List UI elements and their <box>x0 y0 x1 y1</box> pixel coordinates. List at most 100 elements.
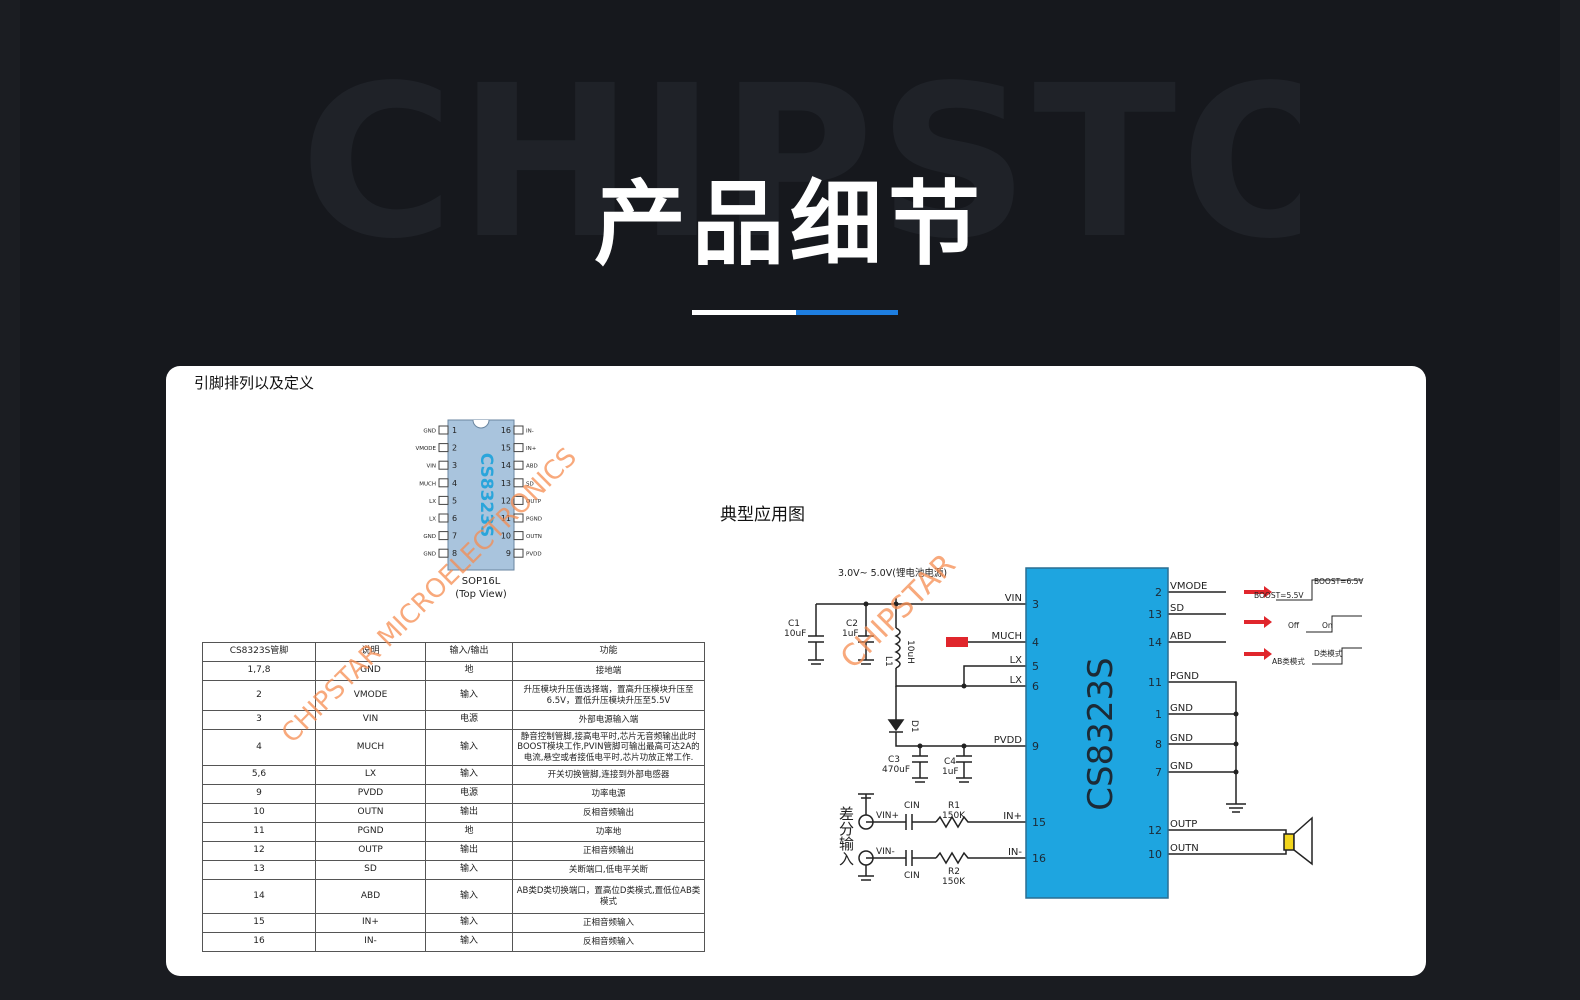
c3-label: C3 <box>888 755 900 765</box>
schematic-right-pin-number: 13 <box>1148 608 1162 621</box>
schematic-left-pin-number: 4 <box>1032 636 1039 649</box>
table-header-desc: 说明 <box>315 642 426 662</box>
schematic-heading: 典型应用图 <box>720 505 805 525</box>
pinout-chip-body <box>447 419 515 571</box>
table-cell-desc: PVDD <box>315 784 426 804</box>
schematic-right-pin-name: GND <box>1170 733 1193 744</box>
schematic-left-pin-name: VIN <box>1005 593 1022 604</box>
schematic-left-pin-number: 9 <box>1032 740 1039 753</box>
schematic-right-pin-number: 10 <box>1148 848 1162 861</box>
table-cell-io: 输入 <box>425 860 513 880</box>
table-header-row: CS8323S管脚 说明 输入/输出 功能 <box>202 642 705 662</box>
table-cell-desc: LX <box>315 765 426 785</box>
pinout-right-pin-number: 11 <box>501 514 511 523</box>
pinout-left-pin-number: 6 <box>452 514 457 523</box>
pinout-left-pin-name: VIN <box>427 464 437 470</box>
c2-label: C2 <box>846 619 858 629</box>
schematic-left-pin-name: IN- <box>1008 847 1022 858</box>
table-cell-io: 输入 <box>425 729 513 766</box>
pinout-right-pin <box>513 478 524 488</box>
table-cell-pin: 12 <box>202 841 316 861</box>
table-cell-io: 电源 <box>425 710 513 730</box>
r2-value: 150K <box>942 877 966 887</box>
table-cell-desc: VIN <box>315 710 426 730</box>
background-left-strip <box>0 0 20 1000</box>
ab-mode-label: AB类模式 <box>1272 656 1305 666</box>
table-cell-function: 反相音频输出 <box>512 803 705 823</box>
c2-value: 1uF <box>842 629 859 639</box>
schematic-right-pin-number: 7 <box>1155 766 1162 779</box>
pinout-left-pin <box>438 478 449 488</box>
pinout-right-pin <box>513 513 524 523</box>
pinout-left-pin <box>438 495 449 505</box>
schematic-left-pin-name: MUCH <box>992 631 1022 642</box>
table-cell-pin: 10 <box>202 803 316 823</box>
schematic-right-pin-name: VMODE <box>1170 581 1207 592</box>
pinout-right-pin <box>513 495 524 505</box>
pinout-left-pin-number: 4 <box>452 479 457 488</box>
schematic-left-pin-number: 6 <box>1032 680 1039 693</box>
pinout-right-pin-name: IN- <box>526 429 534 435</box>
much-control-block <box>946 637 968 647</box>
pinout-right-pin <box>513 548 524 558</box>
table-cell-pin: 11 <box>202 822 316 842</box>
table-cell-function: 关断端口,低电平关断 <box>512 860 705 880</box>
table-cell-pin: 13 <box>202 860 316 880</box>
schematic-right-pin-number: 14 <box>1148 636 1162 649</box>
d-mode-label: D类模式 <box>1314 648 1343 658</box>
pinout-right-pin <box>513 443 524 453</box>
schematic-right-pin-name: ABD <box>1170 631 1192 642</box>
schematic-left-pin-name: IN+ <box>1003 811 1022 822</box>
l1-label: L1 <box>883 656 893 667</box>
pinout-left-pin-name: MUCH <box>419 481 436 487</box>
table-cell-io: 输入 <box>425 680 513 711</box>
table-cell-function: 升压模块升压值选择端，置高升压模块升压至6.5V，置低升压模块升压至5.5V <box>512 680 705 711</box>
title-underline-white <box>692 310 796 315</box>
table-cell-function: 正相音频输出 <box>512 841 705 861</box>
table-cell-desc: OUTP <box>315 841 426 861</box>
vin-minus-label: VIN- <box>876 847 895 857</box>
table-cell-desc: IN- <box>315 932 426 952</box>
pinout-left-pin-number: 3 <box>452 461 457 470</box>
table-cell-io: 电源 <box>425 784 513 804</box>
speaker-icon <box>1283 833 1295 851</box>
table-cell-io: 输出 <box>425 841 513 861</box>
schematic-left-pin-number: 5 <box>1032 660 1039 673</box>
table-header-io: 输入/输出 <box>425 642 513 662</box>
pinout-right-pin-name: ABD <box>526 464 538 470</box>
pinout-left-pin-name: LX <box>429 499 436 505</box>
pinout-right-pin-number: 14 <box>501 461 511 470</box>
c3-value: 470uF <box>882 765 910 775</box>
table-cell-pin: 2 <box>202 680 316 711</box>
background-watermark: CHIPSTOM <box>300 40 1300 285</box>
table-cell-function: 开关切换管脚,连接到外部电感器 <box>512 765 705 785</box>
pinout-right-pin-number: 12 <box>501 496 511 505</box>
pinout-left-pin <box>438 548 449 558</box>
schematic-right-pin-name: OUTN <box>1170 843 1199 854</box>
l1-value: 10uH <box>905 640 915 664</box>
schematic-right-pin-name: PGND <box>1170 671 1199 682</box>
pinout-right-pin-number: 13 <box>501 479 511 488</box>
pinout-chip-name: CS8323S <box>476 453 496 538</box>
schematic-right-pin-number: 11 <box>1148 676 1162 689</box>
pinout-left-pin <box>438 460 449 470</box>
schematic-left-pin-name: LX <box>1010 655 1023 666</box>
table-cell-io: 输出 <box>425 803 513 823</box>
schematic-right-pin-number: 8 <box>1155 738 1162 751</box>
table-cell-desc: MUCH <box>315 729 426 766</box>
vin-plus-label: VIN+ <box>876 811 899 821</box>
pinout-right-pin-name: OUTP <box>526 499 542 505</box>
table-cell-pin: 16 <box>202 932 316 952</box>
supply-label: 3.0V~ 5.0V(锂电池电源) <box>838 567 947 579</box>
d1-label: D1 <box>909 720 919 733</box>
table-cell-desc: OUTN <box>315 803 426 823</box>
